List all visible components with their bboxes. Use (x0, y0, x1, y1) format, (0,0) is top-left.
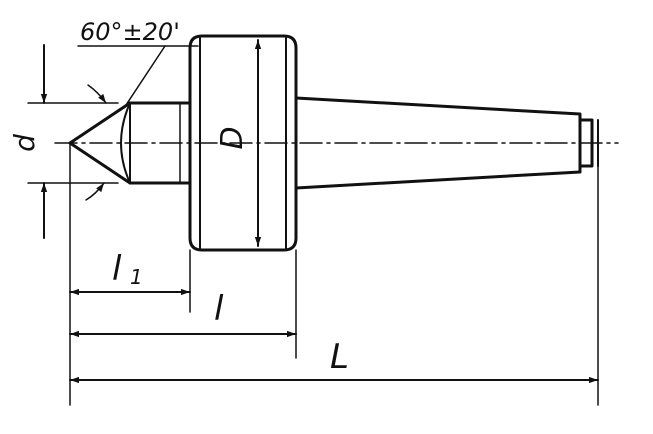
l-label: l (214, 289, 224, 329)
taper-shank (294, 96, 582, 190)
l1-label: l (112, 249, 122, 289)
L-label: L (330, 337, 349, 377)
d-label: d (8, 134, 41, 152)
l1-subscript: 1 (130, 265, 143, 289)
angle-arrow-bottom (85, 182, 105, 201)
collar-body (188, 34, 298, 252)
D-label: D (215, 126, 250, 149)
angle-arrow-top (87, 84, 107, 104)
cone-arc (120, 102, 131, 184)
angle-label: 60°±20' (80, 18, 180, 46)
angle-leader (123, 45, 166, 109)
taper-end-stub (578, 118, 594, 168)
